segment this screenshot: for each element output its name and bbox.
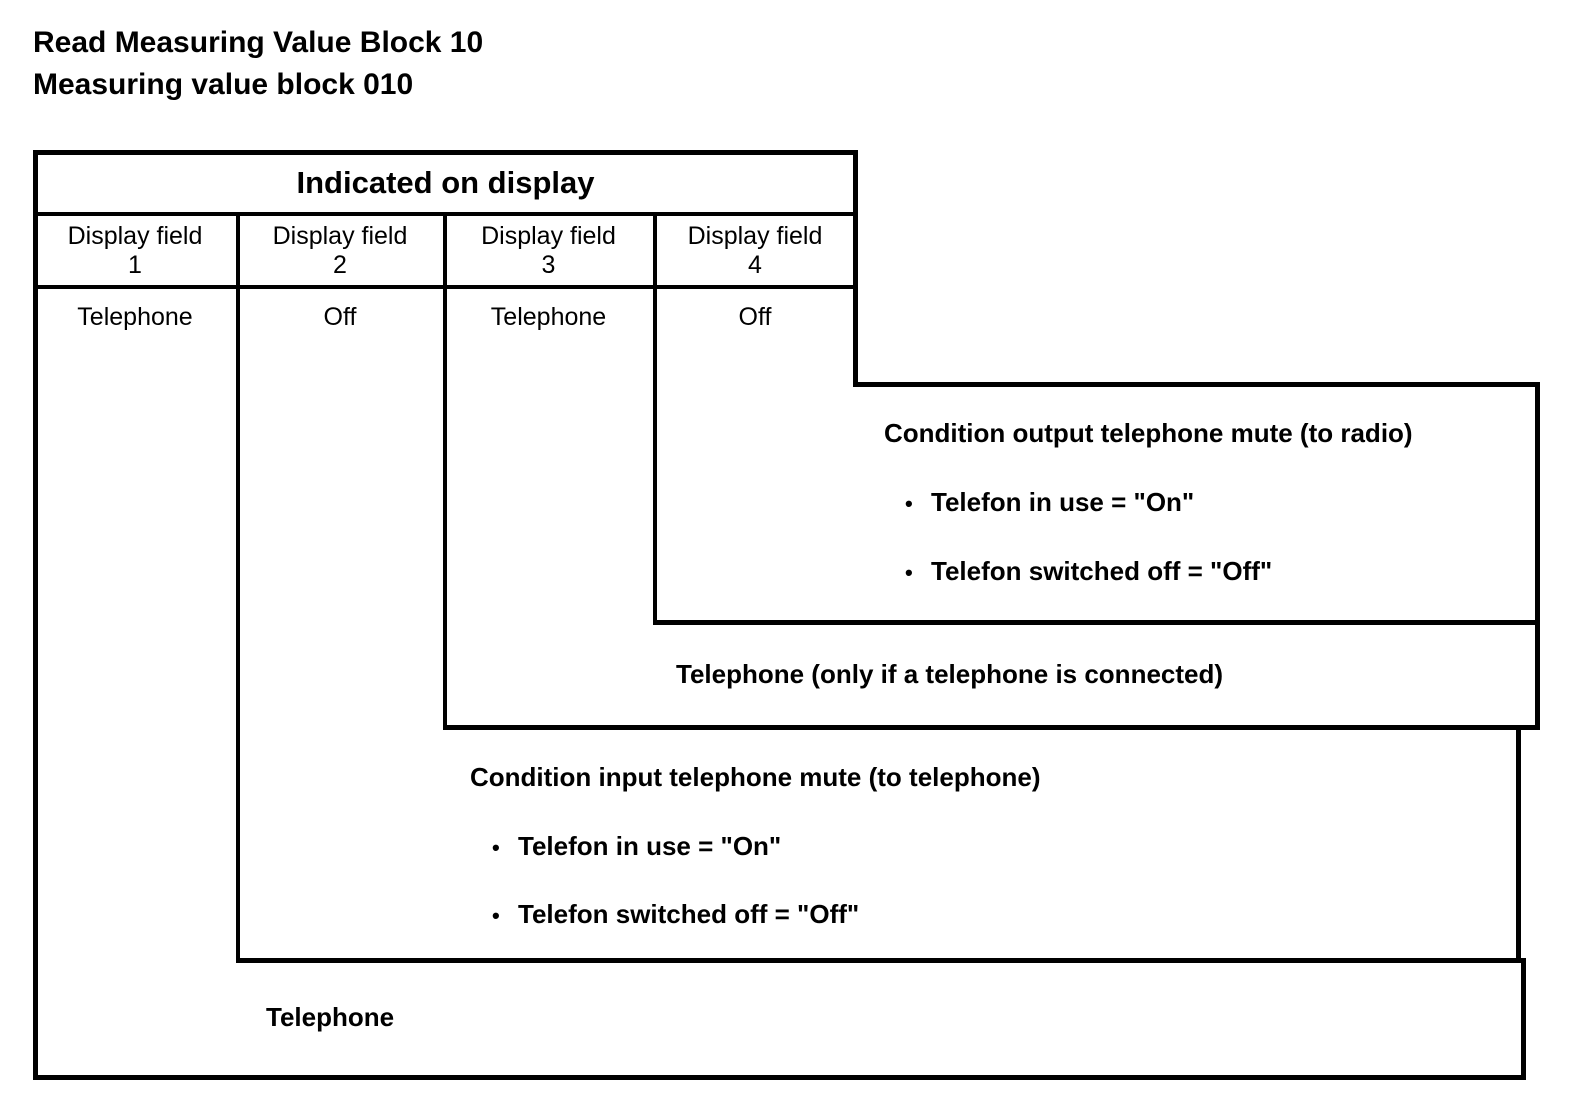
- callout-1-right-edge: [1535, 382, 1540, 625]
- callout-1-bullet-1-text: Telefon in use = "On": [931, 487, 1195, 517]
- callout-1-bullet-2: • Telefon switched off = "Off": [905, 556, 1272, 587]
- leader-column-2: [443, 285, 447, 730]
- column-header-1-label: Display field: [67, 222, 203, 250]
- page-title-line-2: Measuring value block 010: [33, 68, 414, 101]
- column-divider-3: [653, 212, 657, 287]
- callout-2-right-edge: [1535, 620, 1540, 730]
- page-title-line-1: Read Measuring Value Block 10: [33, 26, 484, 59]
- callout-1-top-edge: [853, 382, 1540, 387]
- column-value-3: Telephone: [490, 303, 607, 331]
- column-value-1: Telephone: [77, 303, 193, 331]
- column-value-2: Off: [323, 303, 357, 331]
- column-divider-1: [236, 212, 240, 287]
- callout-1-bullet-2-text: Telefon switched off = "Off": [931, 556, 1273, 586]
- callout-4-right-edge: [1521, 958, 1526, 1080]
- table-right-edge: [853, 150, 858, 387]
- column-header-4-label: Display field: [687, 222, 823, 250]
- column-header-4-number: 4: [748, 251, 762, 279]
- callout-4-heading: Telephone: [266, 1002, 395, 1032]
- outer-box-left-edge: [33, 150, 38, 1080]
- callout-2-bottom-edge: [443, 725, 1540, 730]
- callout-1-heading: Condition output telephone mute (to radi…: [884, 418, 1413, 448]
- callout-3-right-edge: [1516, 725, 1521, 963]
- callout-1-bullet-1: • Telefon in use = "On": [905, 487, 1194, 518]
- column-header-3-number: 3: [541, 251, 556, 279]
- bullet-dot-icon: •: [905, 560, 913, 585]
- outer-box-bottom-edge: [33, 1075, 1526, 1080]
- callout-3-bullet-1-text: Telefon in use = "On": [518, 831, 782, 861]
- callout-3-heading: Condition input telephone mute (to telep…: [470, 762, 1041, 792]
- column-value-4: Off: [738, 303, 772, 331]
- callout-1-bottom-edge: [653, 620, 1540, 625]
- table-top-edge: [33, 150, 858, 155]
- bullet-dot-icon: •: [905, 491, 913, 516]
- callout-3-bottom-edge: [236, 958, 1521, 963]
- column-header-2-number: 2: [333, 251, 347, 279]
- column-header-1-number: 1: [128, 251, 142, 279]
- column-header-3-label: Display field: [481, 222, 616, 250]
- callout-2-heading: Telephone (only if a telephone is connec…: [676, 659, 1224, 689]
- callout-3-bullet-2-text: Telefon switched off = "Off": [518, 899, 860, 929]
- callout-3-bullet-2: • Telefon switched off = "Off": [492, 899, 859, 930]
- column-divider-2: [443, 212, 447, 287]
- leader-column-3: [653, 285, 657, 625]
- table-banner-label: Indicated on display: [296, 165, 595, 200]
- callout-3-bullet-1: • Telefon in use = "On": [492, 831, 781, 862]
- bullet-dot-icon: •: [492, 903, 500, 928]
- bullet-dot-icon: •: [492, 835, 500, 860]
- leader-column-1: [236, 285, 240, 963]
- column-header-2-label: Display field: [272, 222, 408, 250]
